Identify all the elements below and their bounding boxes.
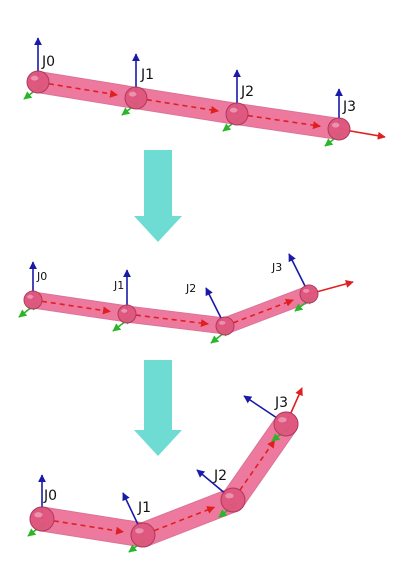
down-arrow-1 — [134, 150, 182, 242]
joint-label-2-2: J2 — [185, 282, 196, 295]
link-direction-3-2 — [239, 439, 276, 491]
joint-sphere-1-2 — [225, 102, 249, 126]
joint-label-3-1: J1 — [137, 500, 151, 516]
joint-label-2-3: J3 — [271, 261, 282, 274]
joint-label-3-0: J0 — [43, 488, 57, 504]
joint-highlight-1-2 — [229, 107, 238, 113]
joint-highlight-3-0 — [34, 512, 43, 518]
joint-highlight-1-3 — [331, 122, 340, 128]
joint-highlight-1-1 — [128, 91, 137, 97]
joint-sphere-3-3 — [273, 411, 299, 437]
joint-sphere-3-2 — [220, 487, 246, 513]
joint-label-3-3: J3 — [274, 395, 288, 411]
joint-sphere-1-0 — [26, 70, 50, 94]
link-direction-1-0 — [48, 82, 119, 98]
joint-sphere-2-0 — [23, 290, 43, 310]
joint-highlight-1-0 — [30, 75, 39, 81]
link-direction-2-2 — [233, 298, 294, 324]
joint-highlight-2-3 — [303, 288, 310, 293]
link-direction-3-1 — [153, 506, 216, 532]
joint-highlight-2-1 — [121, 308, 128, 313]
joint-label-3-2: J2 — [213, 468, 227, 484]
joint-label-1-0: J0 — [41, 54, 55, 70]
joint-highlight-2-0 — [27, 294, 34, 299]
joint-sphere-2-1 — [117, 304, 137, 324]
down-arrow-2 — [134, 360, 182, 456]
link-direction-3-0 — [53, 520, 125, 535]
joint-label-2-1: J1 — [113, 279, 124, 292]
link-direction-1-2 — [247, 114, 321, 130]
joint-highlight-3-3 — [278, 417, 287, 423]
link-direction-1-1 — [146, 98, 220, 114]
joint-sphere-3-0 — [29, 506, 55, 532]
joint-highlight-3-1 — [135, 528, 144, 534]
joint-sphere-2-2 — [215, 316, 235, 336]
joint-highlight-2-2 — [219, 320, 226, 325]
joint-highlight-3-2 — [225, 493, 234, 499]
joint-sphere-2-3 — [299, 284, 319, 304]
link-direction-2-1 — [135, 314, 209, 328]
joint-label-2-0: J0 — [36, 270, 47, 283]
joint-sphere-1-1 — [124, 86, 148, 110]
joint-label-1-3: J3 — [342, 99, 356, 115]
joint-sphere-1-3 — [327, 117, 351, 141]
joint-sphere-3-1 — [130, 522, 156, 548]
joint-label-1-2: J2 — [240, 84, 254, 100]
link-direction-2-0 — [41, 300, 111, 315]
joint-label-1-1: J1 — [140, 67, 154, 83]
